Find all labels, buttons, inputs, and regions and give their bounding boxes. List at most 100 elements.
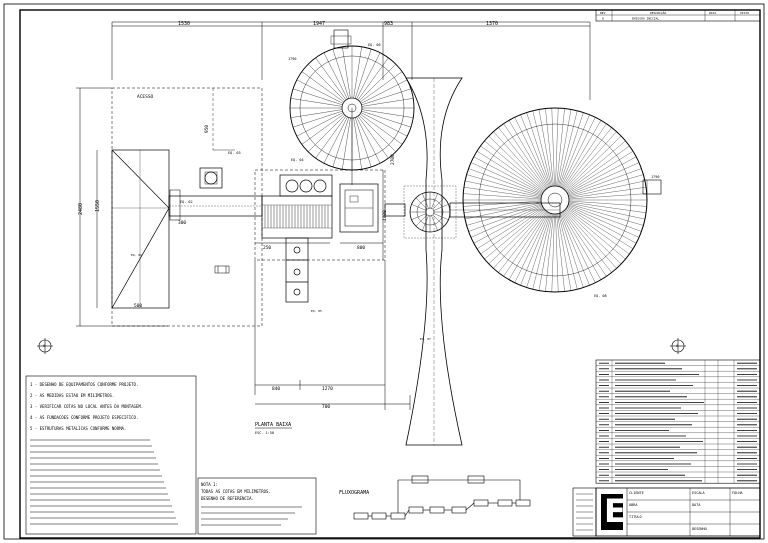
spoke-line [422,215,429,231]
spoke-line [411,213,427,220]
spoke-line [292,88,343,106]
spoke-line [514,117,550,188]
spoke-line [488,209,546,265]
dim-top-2: 983 [384,21,393,27]
spoke-line [484,208,545,260]
spoke-line [558,213,578,290]
spoke-line [463,201,542,213]
spoke-line [290,109,343,118]
spoke-line [488,135,546,191]
spoke-line [361,109,414,118]
spoke-line [431,193,438,209]
revision-table: REV DESCRIÇÃO DATA VISTO 0 EMISSÃO INICI… [595,9,761,22]
spoke-line [493,210,546,269]
notebox-0: NOTA 1: [201,482,218,487]
spoke-line [342,117,351,170]
spoke-line [555,213,559,292]
marker-a-right: A [676,344,679,348]
spoke-line [565,140,626,192]
spoke-line [473,206,543,244]
spoke-line [566,207,634,249]
motor-label: EQ. 03 [228,151,241,155]
spoke-line [361,98,414,107]
section-marker-left [37,338,53,354]
spoke-line [568,201,647,213]
spoke-line [566,208,630,255]
flow-box [411,475,429,484]
outer-frame [3,3,765,540]
dim-misc-4: 250 [263,245,271,251]
dim-misc-9: 1790 [288,57,296,61]
spoke-line [290,98,343,107]
spoke-line [422,193,429,209]
spoke-line [315,57,347,101]
spoke-line [464,202,542,220]
spoke-line [567,162,640,195]
rev-h-2: DATA [709,11,716,15]
spoke-line [568,200,647,207]
dim-top-1: 1947 [313,21,325,27]
tower-label: EQ. 07 [420,337,431,341]
spoke-line [557,213,572,291]
flow-box [467,475,485,484]
spoke-line [567,156,637,194]
note-box: NOTA 1: TODAS AS COTAS EM MILIMETROS. DE… [197,477,317,535]
dim-left-1: 1550 [95,200,101,212]
spoke-line [564,210,617,269]
top-thickener [289,29,415,185]
spoke-line [560,114,590,188]
dim-misc-1: 950 [204,125,210,133]
dim-misc-5: 800 [357,245,365,251]
spoke-line [296,112,344,137]
general-notes: 1 - DESENHO DE EQUIPAMENTOS CONFORME PRO… [25,375,197,535]
spoke-line [559,213,584,288]
note-text-lines [30,439,178,525]
rev-h-3: VISTO [740,11,749,15]
spoke-line [555,108,559,187]
tb-field-3: ESCALA [692,491,706,495]
spoke-line [560,212,590,286]
spoke-line [503,123,548,189]
spoke-line [526,112,551,187]
spoke-line [520,212,550,286]
receiving-hopper [111,149,170,309]
spoke-line [560,117,596,188]
spoke-line [356,52,381,100]
flow-box [390,512,406,520]
hopper-label: EQ. 01 [131,253,142,257]
rev-h-0: REV [600,11,606,15]
column-label: EQ. 05 [311,309,322,313]
tb-field-2: TITULO [629,515,642,519]
spoke-line [358,114,396,152]
spoke-line [342,46,351,99]
spoke-line [545,213,554,292]
flow-box [473,499,489,507]
spoke-line [470,162,543,195]
top-dimensions [111,21,591,100]
flow-box [353,512,369,520]
spoke-line [480,208,544,255]
note-1: 2 - AS MEDIDAS ESTAO EM MILIMETROS. [30,393,114,398]
spoke-line [354,48,372,99]
flowchart [353,475,531,520]
spoke-line [564,135,622,191]
spoke-line [565,208,626,260]
spoke-line [526,213,551,288]
spoke-line [561,212,602,280]
spoke-line [514,212,550,283]
machine-label: EQ. 04 [291,158,304,162]
dim-misc-10: 2700 [390,154,396,165]
spoke-line [545,108,554,187]
spoke-line [292,110,343,128]
spoke-line [468,168,542,196]
flow-box [371,512,387,520]
spoke-line [568,203,644,226]
spoke-line [308,64,346,102]
spoke-line [332,117,350,168]
spoke-line [493,131,546,190]
large-thickener-label: EQ. 08 [594,294,607,298]
spoke-line [415,197,428,210]
spoke-line [353,46,362,99]
